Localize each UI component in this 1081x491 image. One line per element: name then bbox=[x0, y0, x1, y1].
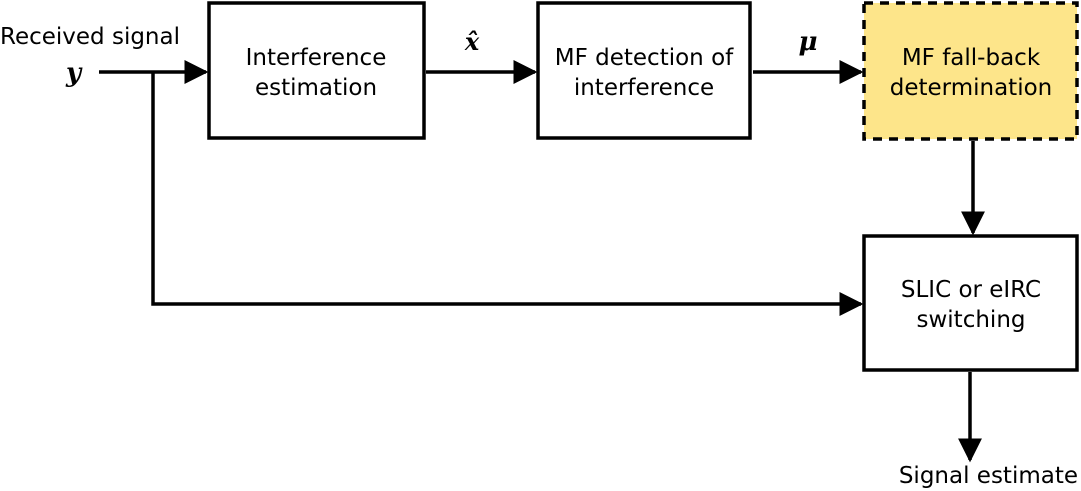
interference-estimation-line-2: estimation bbox=[255, 75, 377, 101]
mf-detection-block: MF detection of interference bbox=[536, 1, 752, 140]
slic-switching-block: SLIC or eIRC switching bbox=[862, 234, 1079, 372]
x-hat-label: x̂ bbox=[464, 27, 480, 56]
output-label: Signal estimate bbox=[899, 463, 1078, 489]
slic-switching-line-2: switching bbox=[917, 307, 1026, 333]
interference-estimation-block: Interference estimation bbox=[207, 1, 426, 140]
bypass-to-switching-arrow bbox=[151, 72, 864, 316]
slic-switching-line-1: SLIC or eIRC bbox=[901, 277, 1041, 303]
input-symbol: y bbox=[65, 58, 83, 88]
mf-fallback-line-1: MF fall-back bbox=[902, 45, 1041, 71]
mf-detection-line-1: MF detection of bbox=[555, 45, 734, 71]
mf-detection-line-2: interference bbox=[574, 75, 714, 101]
interference-estimation-line-1: Interference bbox=[246, 45, 387, 71]
mf-fallback-line-2: determination bbox=[890, 75, 1053, 101]
mf-fallback-block: MF fall-back determination bbox=[862, 1, 1079, 141]
mu-label: μ bbox=[798, 27, 817, 57]
input-label: Received signal bbox=[0, 24, 180, 50]
